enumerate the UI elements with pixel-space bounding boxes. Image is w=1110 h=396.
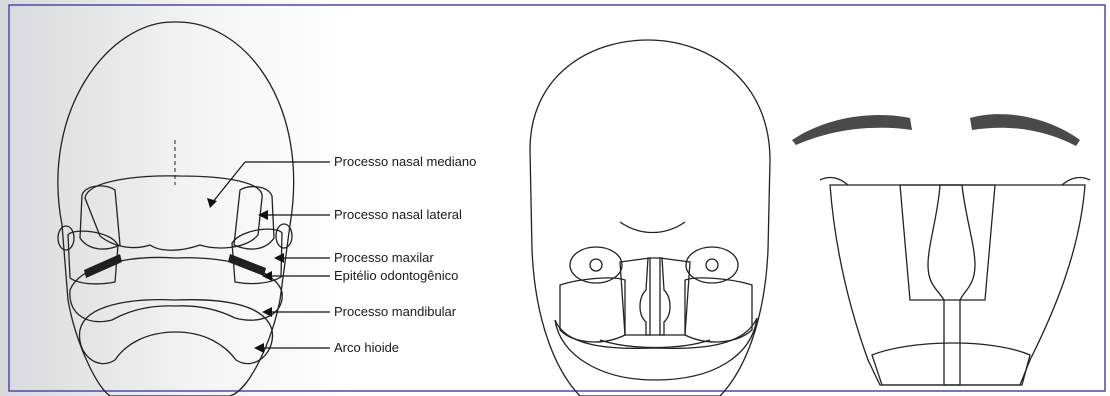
label-epitelio-odontogenico: Epitélio odontogênico — [334, 268, 458, 283]
label-processo-mandibular: Processo mandibular — [334, 304, 457, 319]
label-arco-hioide: Arco hioide — [334, 340, 399, 355]
label-processo-maxilar: Processo maxilar — [334, 250, 434, 265]
label-processo-nasal-lateral: Processo nasal lateral — [334, 207, 462, 222]
label-processo-nasal-mediano: Processo nasal mediano — [334, 154, 476, 169]
